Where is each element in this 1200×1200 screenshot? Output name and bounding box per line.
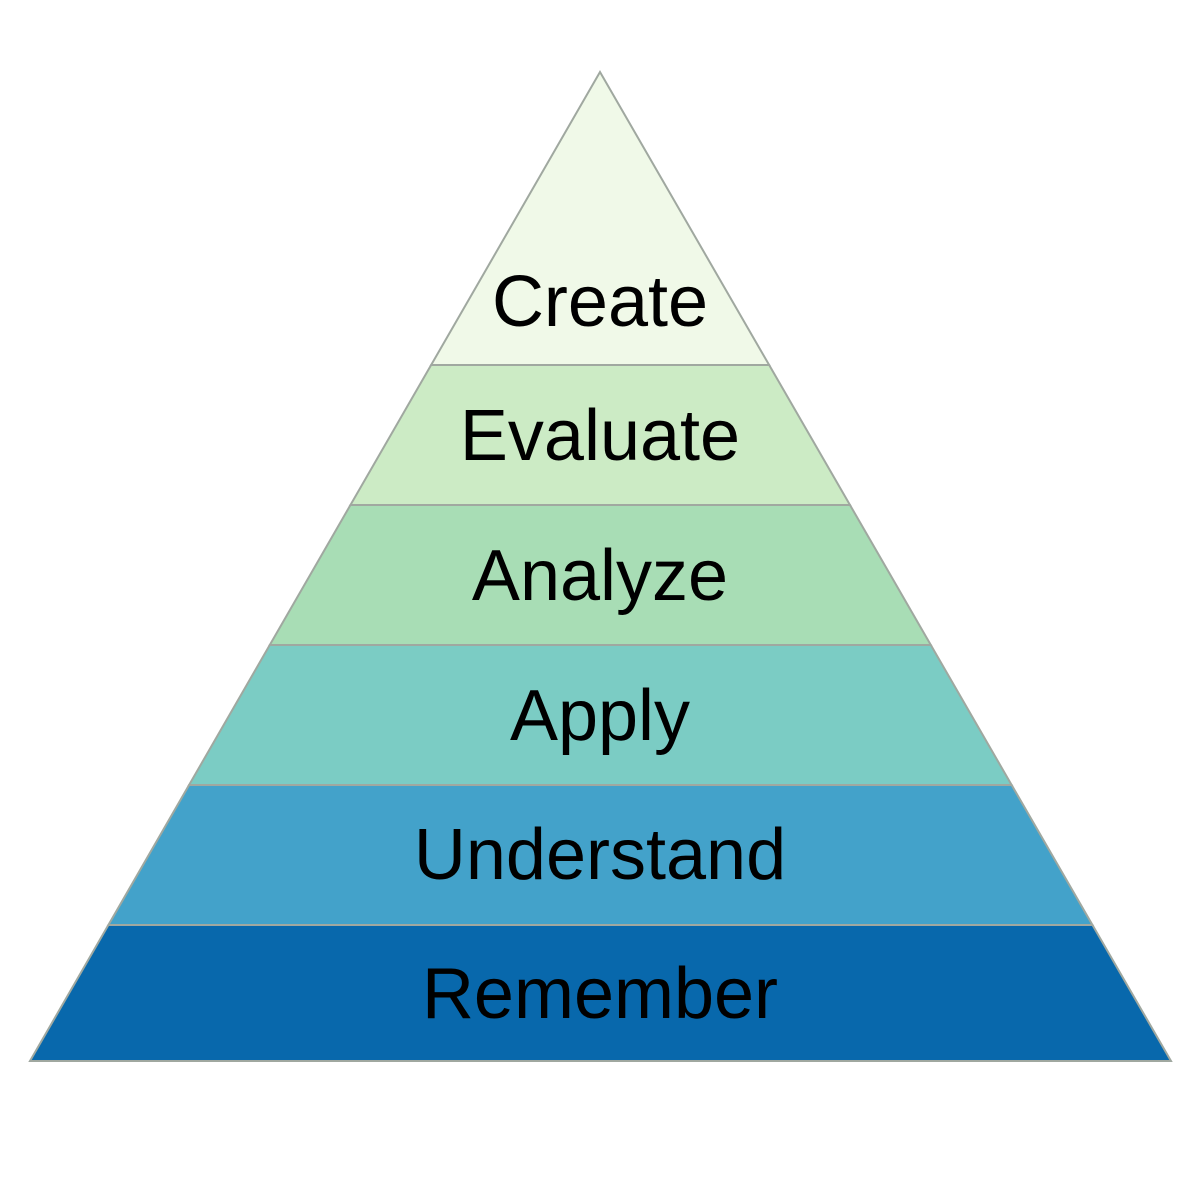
pyramid-label-remember: Remember bbox=[422, 954, 778, 1034]
pyramid-level-understand: Understand bbox=[106, 784, 1095, 926]
pyramid-level-analyze: Analyze bbox=[268, 504, 933, 646]
pyramid-label-analyze: Analyze bbox=[472, 536, 728, 616]
pyramid-level-remember: Remember bbox=[28, 924, 1173, 1062]
pyramid-level-evaluate: Evaluate bbox=[348, 364, 852, 506]
pyramid-label-evaluate: Evaluate bbox=[460, 396, 740, 476]
pyramid-level-create: Create bbox=[429, 69, 771, 366]
pyramid-label-apply: Apply bbox=[510, 676, 690, 756]
pyramid-level-apply: Apply bbox=[187, 644, 1014, 786]
pyramid-band-remember bbox=[28, 924, 1173, 1062]
pyramid-label-understand: Understand bbox=[414, 815, 786, 895]
pyramid-label-create: Create bbox=[492, 262, 708, 342]
